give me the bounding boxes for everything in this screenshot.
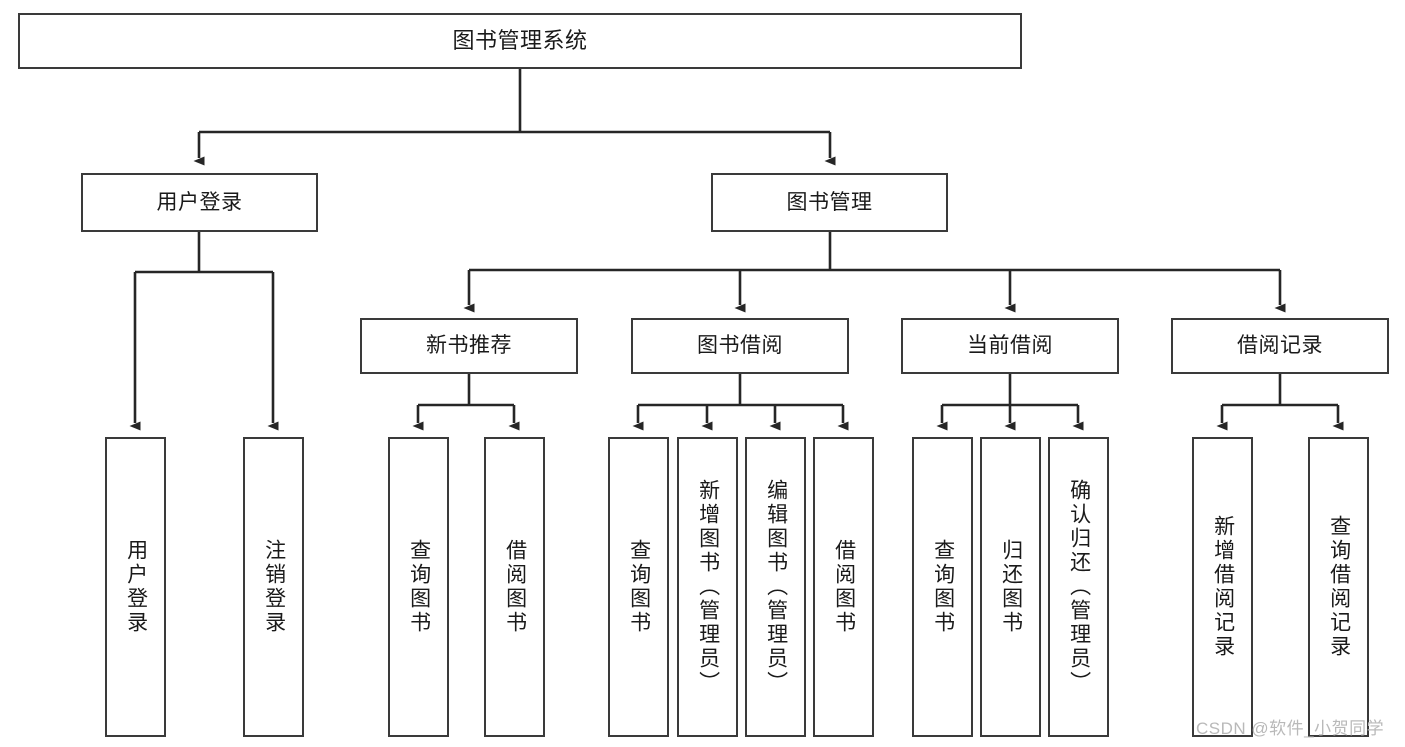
node-leaf-borrow-book-1[interactable]: 借阅图书 xyxy=(484,437,545,737)
node-leaf-user-login[interactable]: 用户登录 xyxy=(105,437,166,737)
node-leaf-query-book-1[interactable]: 查询图书 xyxy=(388,437,449,737)
node-leaf-return-book[interactable]: 归还图书 xyxy=(980,437,1041,737)
node-current-borrow-label: 当前借阅 xyxy=(967,334,1053,358)
node-leaf-logout-label: 注销登录 xyxy=(262,539,286,635)
node-root-label: 图书管理系统 xyxy=(452,27,588,53)
node-leaf-edit-book-label: 编辑图书（管理员） xyxy=(764,479,788,695)
node-leaf-logout[interactable]: 注销登录 xyxy=(243,437,304,737)
node-leaf-query-record[interactable]: 查询借阅记录 xyxy=(1308,437,1369,737)
node-root[interactable]: 图书管理系统 xyxy=(18,13,1022,69)
node-book-borrow-label: 图书借阅 xyxy=(697,334,783,358)
node-book-manage[interactable]: 图书管理 xyxy=(711,173,948,232)
node-leaf-add-record-label: 新增借阅记录 xyxy=(1211,515,1235,659)
node-leaf-query-record-label: 查询借阅记录 xyxy=(1327,515,1351,659)
node-leaf-borrow-book-2-label: 借阅图书 xyxy=(832,539,856,635)
node-leaf-borrow-book-1-label: 借阅图书 xyxy=(503,539,527,635)
node-book-borrow[interactable]: 图书借阅 xyxy=(631,318,849,374)
node-borrow-record[interactable]: 借阅记录 xyxy=(1171,318,1389,374)
node-leaf-confirm-return[interactable]: 确认归还（管理员） xyxy=(1048,437,1109,737)
node-current-borrow[interactable]: 当前借阅 xyxy=(901,318,1119,374)
node-borrow-record-label: 借阅记录 xyxy=(1237,334,1323,358)
node-leaf-query-book-3-label: 查询图书 xyxy=(931,539,955,635)
node-leaf-query-book-2[interactable]: 查询图书 xyxy=(608,437,669,737)
node-leaf-add-book-label: 新增图书（管理员） xyxy=(696,479,720,695)
node-new-book-recommend[interactable]: 新书推荐 xyxy=(360,318,578,374)
node-user-login[interactable]: 用户登录 xyxy=(81,173,318,232)
node-leaf-borrow-book-2[interactable]: 借阅图书 xyxy=(813,437,874,737)
node-leaf-user-login-label: 用户登录 xyxy=(124,539,148,635)
node-leaf-query-book-1-label: 查询图书 xyxy=(407,539,431,635)
node-leaf-query-book-2-label: 查询图书 xyxy=(627,539,651,635)
node-leaf-add-record[interactable]: 新增借阅记录 xyxy=(1192,437,1253,737)
node-leaf-query-book-3[interactable]: 查询图书 xyxy=(912,437,973,737)
node-leaf-add-book[interactable]: 新增图书（管理员） xyxy=(677,437,738,737)
node-leaf-return-book-label: 归还图书 xyxy=(999,539,1023,635)
watermark-text: CSDN @软件_小贺同学 xyxy=(1196,719,1385,738)
node-leaf-confirm-return-label: 确认归还（管理员） xyxy=(1067,479,1091,695)
node-user-login-label: 用户登录 xyxy=(156,190,243,214)
node-book-manage-label: 图书管理 xyxy=(786,190,873,214)
node-new-book-recommend-label: 新书推荐 xyxy=(426,334,512,358)
node-leaf-edit-book[interactable]: 编辑图书（管理员） xyxy=(745,437,806,737)
